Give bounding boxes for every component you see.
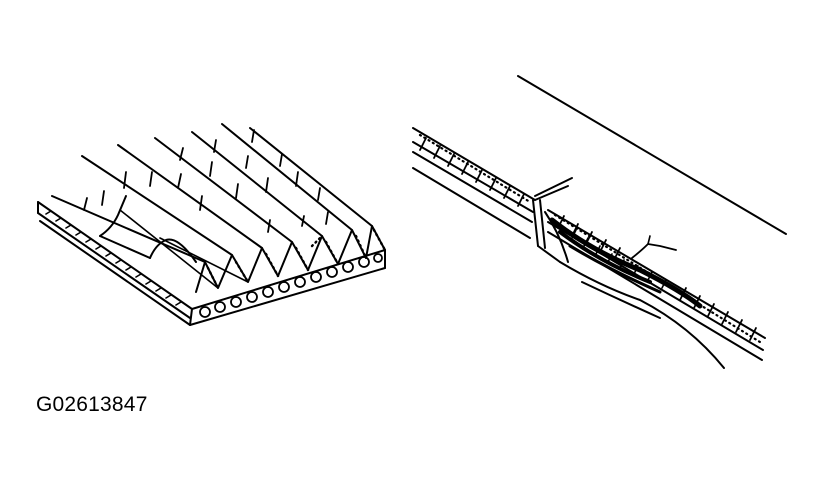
belt-edge-crack-section-icon [412, 75, 787, 369]
figure-reference-code: G02613847 [36, 393, 148, 416]
ribbed-belt-cracked-ribs-icon [37, 123, 387, 326]
